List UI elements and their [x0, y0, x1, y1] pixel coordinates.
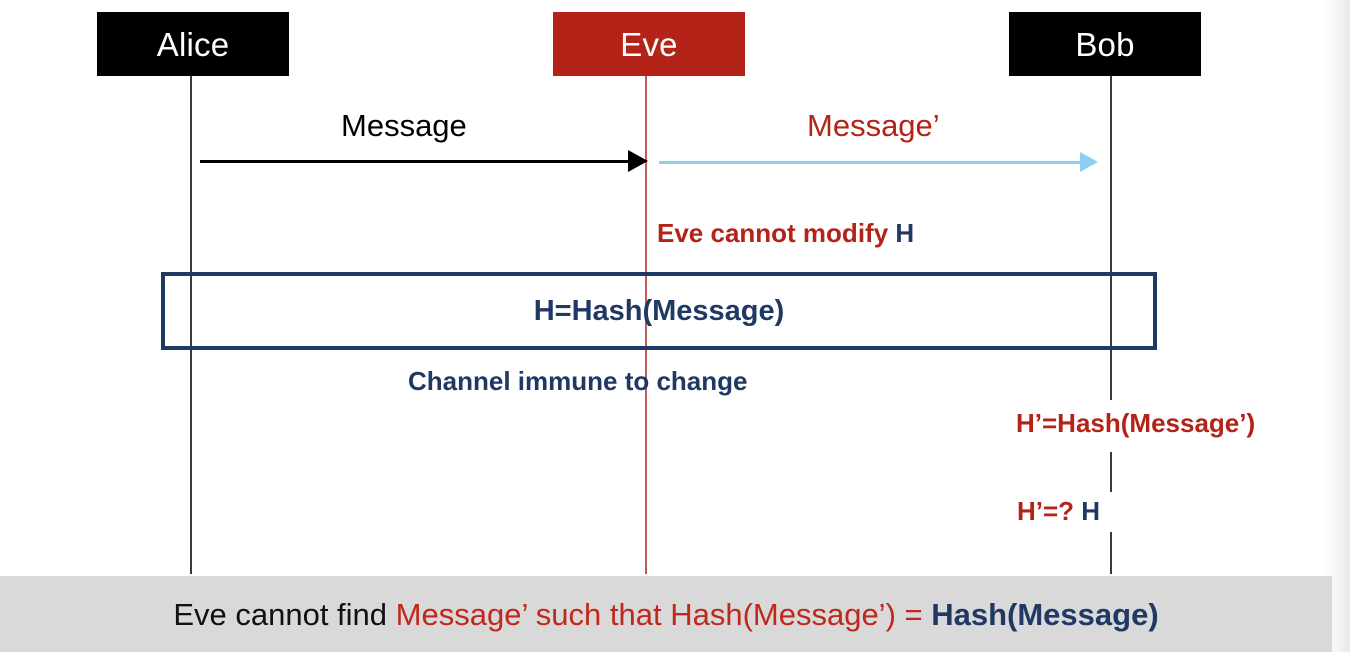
lifeline-bob-segment-bottom: [1110, 532, 1112, 574]
arrow-alice-to-eve: [200, 160, 630, 163]
actor-label-bob: Bob: [1075, 25, 1135, 63]
actor-label-eve: Eve: [620, 25, 678, 63]
hash-channel-box-text: H=Hash(Message): [533, 294, 785, 327]
lifeline-bob-segment-top: [1110, 76, 1112, 400]
actor-box-eve: Eve: [553, 12, 745, 76]
banner-part-navy: Hash(Message): [931, 596, 1159, 632]
message-label-message: Message: [341, 108, 467, 143]
page-edge-shading: [1324, 0, 1350, 652]
actor-box-alice: Alice: [97, 12, 289, 76]
banner-part-red: Message’ such that Hash(Message’) =: [395, 596, 932, 632]
annotation-eve-cannot-modify: Eve cannot modify H: [657, 220, 914, 246]
annotation-hprime-hash: H’=Hash(Message’): [1016, 408, 1256, 438]
annotation-eve-cannot-modify-symbol: H: [895, 218, 915, 248]
bottom-conclusion-banner: Eve cannot find Message’ such that Hash(…: [0, 576, 1332, 652]
annotation-hprime-compare-symbol: H: [1081, 496, 1101, 526]
hash-channel-box: H=Hash(Message): [161, 272, 1157, 350]
lifeline-eve: [645, 76, 647, 574]
annotation-eve-cannot-modify-prefix: Eve cannot modify: [657, 218, 896, 248]
bottom-conclusion-text: Eve cannot find Message’ such that Hash(…: [173, 599, 1158, 630]
banner-part-black: Eve cannot find: [173, 596, 396, 632]
arrowhead-eve-to-bob-icon: [1080, 152, 1098, 172]
message-label-message-prime: Message’: [807, 108, 940, 143]
lifeline-alice: [190, 76, 192, 574]
arrowhead-alice-to-eve-icon: [628, 150, 648, 172]
annotation-hprime-compare-prefix: H’=?: [1017, 496, 1082, 526]
annotation-channel-immune: Channel immune to change: [408, 366, 748, 396]
arrow-eve-to-bob: [659, 161, 1084, 164]
annotation-hprime-compare: H’=? H: [1017, 498, 1100, 524]
lifeline-bob-segment-middle: [1110, 452, 1112, 492]
actor-box-bob: Bob: [1009, 12, 1201, 76]
actor-label-alice: Alice: [156, 25, 230, 63]
